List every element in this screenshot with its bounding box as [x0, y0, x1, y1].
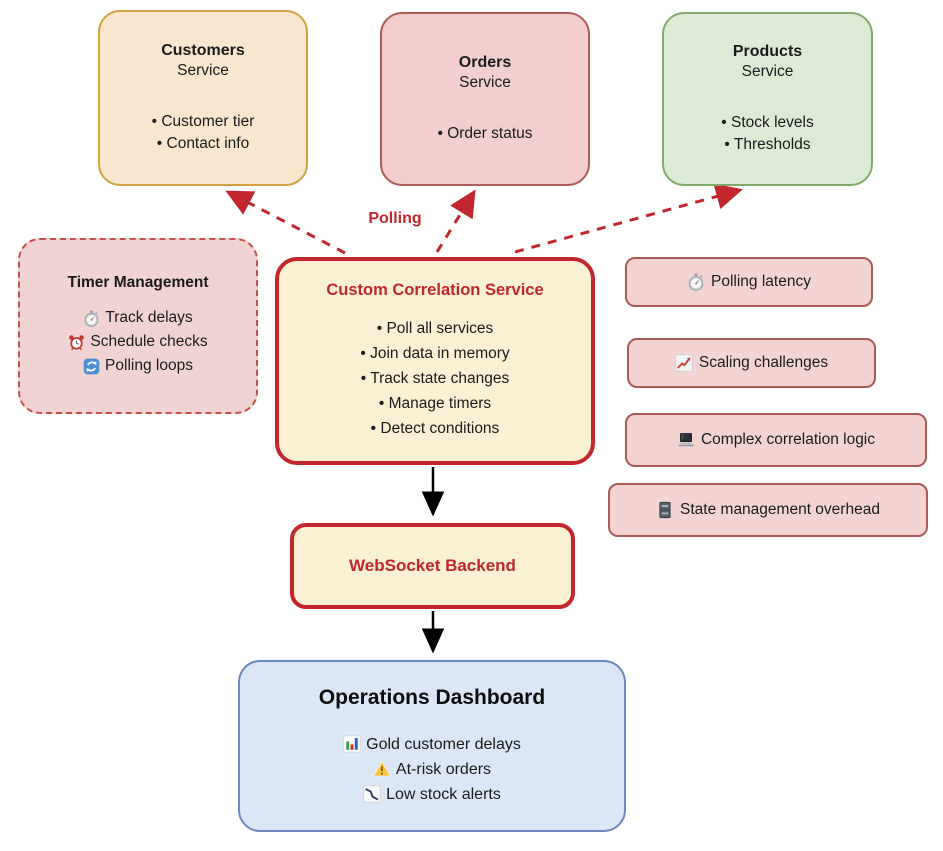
polling-label: Polling — [368, 210, 422, 227]
dashboard-item-label: Gold customer delays — [366, 735, 521, 753]
bullet-item: • Manage timers — [378, 395, 492, 412]
challenge-label: State management overhead — [680, 501, 880, 518]
polling-arrow-orders — [435, 189, 476, 253]
customers-title: Customers — [161, 42, 245, 59]
bullet-item: • Poll all services — [376, 320, 494, 337]
timer-item-label: Polling loops — [105, 357, 193, 374]
timer-item-label: Track delays — [105, 309, 193, 326]
websocket-backend-title: WebSocket Backend — [349, 556, 516, 575]
chart-down-icon — [363, 785, 381, 803]
operations-dashboard-box[interactable]: Operations Dashboard Gold customer delay… — [238, 660, 626, 832]
dashboard-item-low-stock: Low stock alerts — [343, 782, 521, 807]
stopwatch-icon — [688, 273, 704, 291]
custom-correlation-service-title: Custom Correlation Service — [326, 281, 544, 299]
bullet-item: • Track state changes — [360, 370, 510, 387]
refresh-icon — [83, 358, 100, 374]
challenge-polling-latency[interactable]: Polling latency — [625, 257, 873, 307]
dashboard-item-label: At-risk orders — [395, 760, 492, 778]
challenge-label: Scaling challenges — [698, 354, 829, 371]
orders-subtitle: Service — [459, 74, 511, 91]
customers-service-box[interactable]: Customers Service • Customer tier • Cont… — [98, 10, 308, 186]
challenge-scaling[interactable]: Scaling challenges — [627, 338, 876, 388]
warning-icon — [373, 761, 391, 777]
orders-bullets: • Order status — [437, 123, 532, 145]
products-subtitle: Service — [741, 63, 794, 80]
file-cabinet-icon — [659, 501, 671, 519]
stopwatch-icon — [85, 310, 99, 327]
bullet-item: • Thresholds — [724, 136, 811, 153]
polling-arrow-products — [514, 183, 743, 254]
timer-item-track-delays: Track delays — [83, 306, 193, 330]
products-bullets: • Stock levels • Thresholds — [721, 112, 813, 156]
challenge-label: Polling latency — [711, 273, 811, 290]
websocket-backend-box[interactable]: WebSocket Backend — [290, 523, 575, 609]
dashboard-item-at-risk-orders: At-risk orders — [343, 757, 521, 782]
bar-chart-icon — [343, 735, 361, 753]
products-service-box[interactable]: Products Service • Stock levels • Thresh… — [662, 12, 873, 186]
bullet-item: • Join data in memory — [360, 345, 510, 362]
dashboard-items: Gold customer delays At-risk orders Low … — [343, 732, 521, 807]
timer-management-title: Timer Management — [67, 274, 209, 291]
correlation-bullets: • Poll all services • Join data in memor… — [360, 316, 509, 441]
timer-item-polling-loops: Polling loops — [83, 354, 193, 378]
challenge-state-overhead[interactable]: State management overhead — [608, 483, 928, 537]
bullet-item: • Detect conditions — [370, 420, 500, 437]
dashboard-item-label: Low stock alerts — [386, 785, 501, 803]
products-title: Products — [732, 43, 803, 60]
customers-bullets: • Customer tier • Contact info — [152, 111, 255, 155]
bullet-item: • Stock levels — [721, 114, 814, 131]
bullet-item: • Order status — [437, 125, 533, 142]
timer-item-schedule-checks: Schedule checks — [68, 330, 208, 354]
laptop-icon — [678, 433, 694, 447]
customers-subtitle: Service — [177, 62, 229, 79]
alarm-clock-icon — [69, 334, 85, 350]
bullet-item: • Contact info — [156, 135, 250, 152]
timer-management-box[interactable]: Timer Management Track delays — [18, 238, 258, 414]
orders-service-box[interactable]: Orders Service • Order status — [380, 12, 590, 186]
timer-item-label: Schedule checks — [90, 333, 208, 350]
chart-up-icon — [675, 354, 693, 372]
challenge-label: Complex correlation logic — [700, 431, 876, 448]
custom-correlation-service-box[interactable]: Custom Correlation Service • Poll all se… — [275, 257, 595, 465]
challenge-correlation-logic[interactable]: Complex correlation logic — [625, 413, 927, 467]
bullet-item: • Customer tier — [151, 113, 255, 130]
operations-dashboard-title: Operations Dashboard — [318, 685, 546, 709]
dashboard-item-gold-delays: Gold customer delays — [343, 732, 521, 757]
orders-title: Orders — [458, 54, 512, 71]
